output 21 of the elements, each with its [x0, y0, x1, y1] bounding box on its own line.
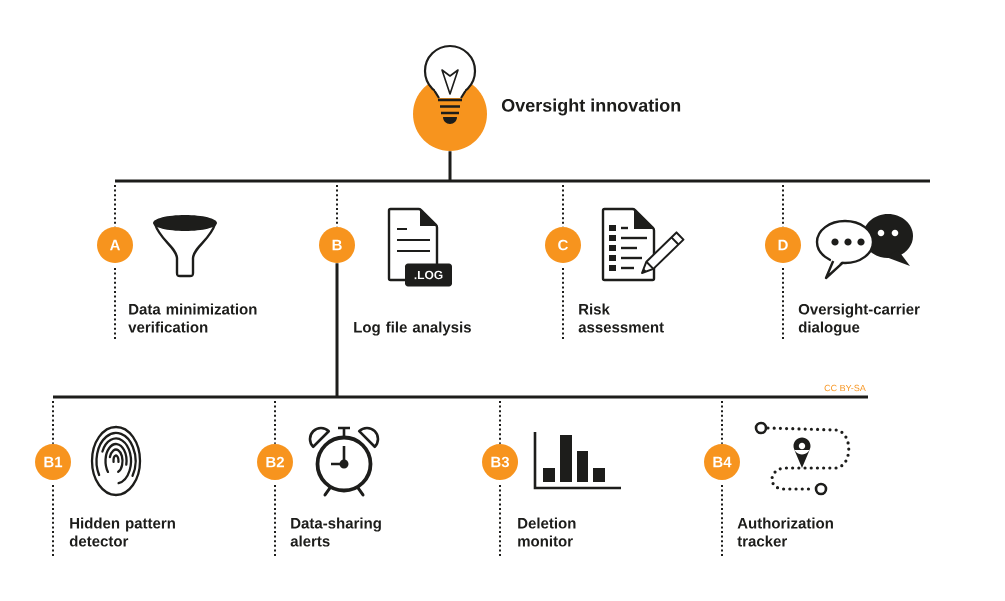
connector-line	[721, 400, 723, 445]
credit-line: CC BY-SA	[824, 384, 866, 392]
item-caption: Deletion monitor	[518, 517, 576, 547]
connector-line	[113, 149, 932, 183]
connector-line	[114, 184, 116, 228]
item-caption: Authorization tracker	[737, 517, 833, 547]
item-caption: Oversight-carrier dialogue	[798, 303, 920, 336]
file-extension-tag: .LOG	[405, 263, 452, 287]
connector-line	[782, 184, 784, 228]
item-caption: Log file analysis	[354, 321, 471, 336]
connector-line	[562, 184, 564, 228]
connector-line	[499, 400, 501, 445]
connector-line	[52, 400, 54, 445]
connector-line	[336, 184, 338, 228]
item-caption: Hidden pattern detector	[69, 517, 175, 547]
connector-line	[274, 400, 276, 445]
item-caption: Data-sharing alerts	[290, 517, 381, 547]
item-caption: Data minimization verification	[128, 303, 257, 333]
connector-line	[51, 261, 870, 399]
heading: Oversight innovation	[501, 98, 681, 116]
item-caption: Risk assessment	[578, 303, 664, 333]
